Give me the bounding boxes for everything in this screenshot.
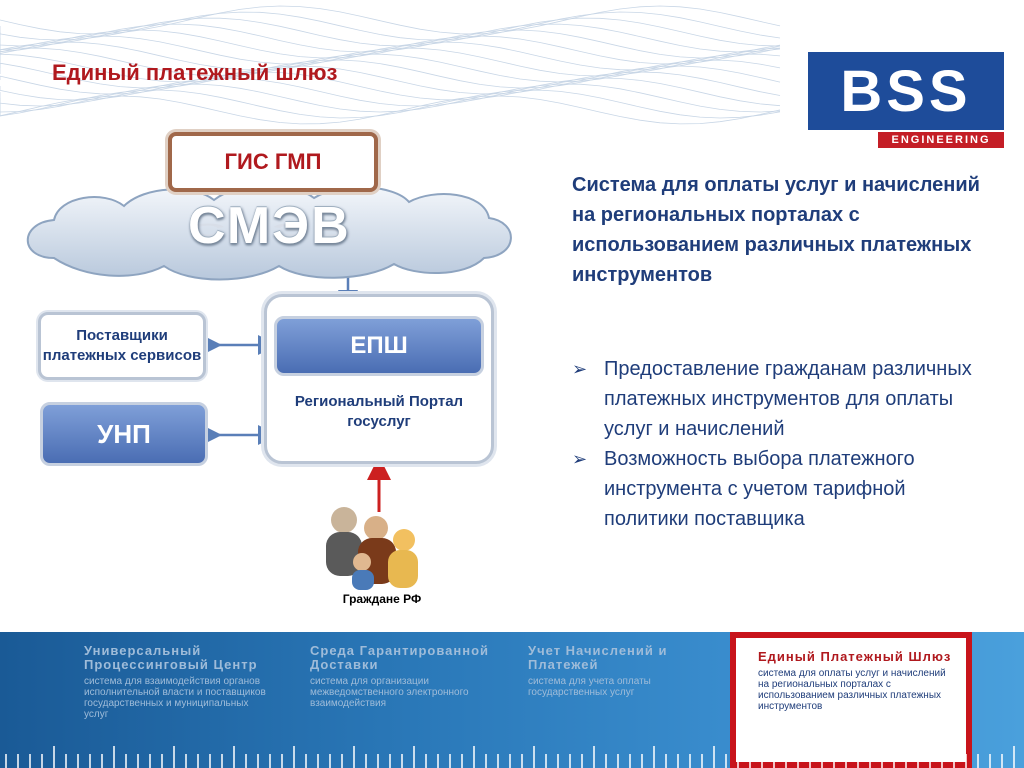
ruler-ticks (5, 746, 1015, 768)
slide-title: Единый платежный шлюз (52, 60, 338, 85)
people-group-icon (326, 507, 418, 590)
cloud-icon (26, 184, 512, 281)
suppliers-box: Поставщики платежных сервисов (38, 312, 206, 380)
logo-sub-text: ENGINEERING (878, 132, 1004, 148)
bss-logo: BSS ENGINEERING (808, 52, 1004, 148)
portal-label: Региональный Портал госуслуг (294, 393, 464, 430)
banner-panel-upc: Универсальный Процессинговый Центр систе… (84, 643, 274, 721)
banner-panel-epsh-highlight: Единый Платежный Шлюз система для оплаты… (730, 632, 972, 768)
bullet-text: Предоставление гражданам различных плате… (604, 358, 972, 440)
wave-background (0, 5, 781, 125)
panel-desc: система для взаимодействия органов испол… (84, 676, 266, 720)
banner-panel-unp: Учет Начислений и Платежей система для у… (528, 643, 708, 699)
panel-title: Учет Начислений и Платежей (528, 643, 668, 672)
bullet-text: Возможность выбора платежного инструмент… (604, 448, 915, 530)
bullet-list: ➢ Предоставление гражданам различных пла… (572, 354, 992, 534)
highlight-content: Единый Платежный Шлюз система для оплаты… (758, 649, 954, 713)
bullet-item: ➢ Возможность выбора платежного инструме… (572, 444, 992, 534)
epsh-box: ЕПШ (274, 316, 484, 376)
smev-label: СМЭВ (188, 197, 351, 255)
unp-box: УНП (40, 402, 208, 466)
citizens-label: Граждане РФ (342, 592, 422, 606)
logo-background (808, 52, 1004, 130)
panel-desc: система для учета оплаты государственных… (528, 676, 651, 698)
arrow-bullet-icon: ➢ (572, 359, 588, 379)
panel-desc: система для организации межведомственног… (310, 676, 469, 709)
description-heading: Система для оплаты услуг и начислений на… (572, 174, 980, 286)
highlight-inner: Единый Платежный Шлюз система для оплаты… (736, 638, 966, 762)
logo-main-text: BSS (840, 58, 972, 124)
bullet-item: ➢ Предоставление гражданам различных пла… (572, 354, 992, 444)
arrow-bullet-icon: ➢ (572, 449, 588, 469)
panel-desc: система для оплаты услуг и начислений на… (758, 668, 946, 712)
product-banner: Универсальный Процессинговый Центр систе… (0, 632, 1024, 768)
panel-title: Среда Гарантированной Доставки (310, 643, 490, 672)
panel-title: Единый Платежный Шлюз (758, 649, 952, 664)
panel-title: Универсальный Процессинговый Центр (84, 643, 258, 672)
gis-gmp-box: ГИС ГМП (168, 132, 378, 192)
banner-panel-sgd: Среда Гарантированной Доставки система д… (310, 643, 500, 710)
